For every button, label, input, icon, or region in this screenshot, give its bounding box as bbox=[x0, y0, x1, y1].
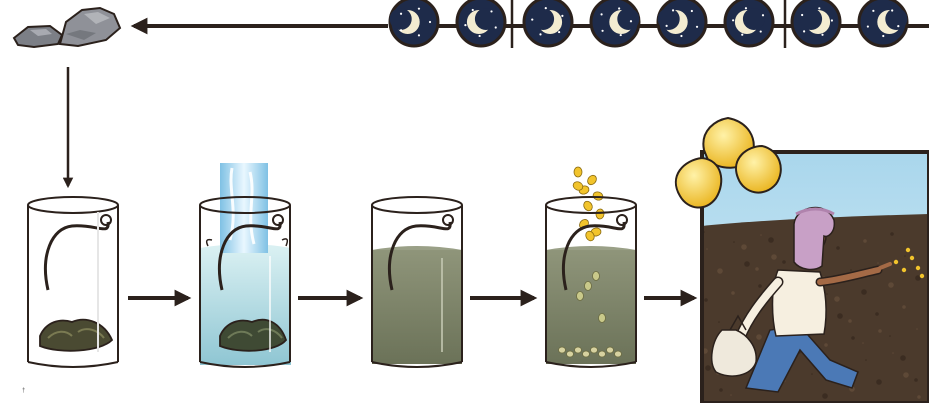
seed bbox=[596, 209, 605, 220]
moon-phase-icon bbox=[792, 0, 840, 46]
moon-phase-icon bbox=[859, 0, 907, 46]
moon-phase-icon bbox=[658, 0, 706, 46]
moon-phase-icon bbox=[390, 0, 438, 46]
bucket-seeds-icon bbox=[546, 167, 636, 367]
seed bbox=[894, 260, 898, 264]
margin-mark: † bbox=[22, 388, 25, 394]
seed bbox=[599, 314, 606, 323]
seed bbox=[615, 351, 622, 357]
farmer-sowing-seeds-icon bbox=[676, 118, 929, 403]
bucket-muddy-water-icon bbox=[372, 197, 462, 367]
seed bbox=[910, 256, 914, 260]
seed bbox=[575, 347, 582, 353]
bucket-water-pouring-icon bbox=[200, 163, 291, 367]
moon-phase-timeline bbox=[390, 0, 929, 48]
seed bbox=[593, 272, 600, 281]
seed bbox=[583, 351, 590, 357]
moon-phase-icon bbox=[457, 0, 505, 46]
moon-phase-icon bbox=[725, 0, 773, 46]
seed bbox=[906, 248, 910, 252]
seed bbox=[559, 347, 566, 353]
seed bbox=[585, 282, 592, 291]
seed bbox=[582, 200, 594, 213]
stones-icon bbox=[14, 8, 120, 47]
seed bbox=[591, 347, 598, 353]
seed bbox=[592, 190, 604, 201]
seed bbox=[920, 274, 924, 278]
seed bbox=[577, 292, 584, 301]
moon-phase-icon bbox=[524, 0, 572, 46]
seed bbox=[916, 266, 920, 270]
bucket-with-soil-icon bbox=[28, 197, 119, 368]
seed bbox=[902, 268, 906, 272]
moon-phase-icon bbox=[591, 0, 639, 46]
seed bbox=[607, 347, 614, 353]
seed bbox=[567, 351, 574, 357]
seed bbox=[599, 351, 606, 357]
seed bbox=[586, 174, 598, 187]
seed bbox=[574, 167, 582, 177]
